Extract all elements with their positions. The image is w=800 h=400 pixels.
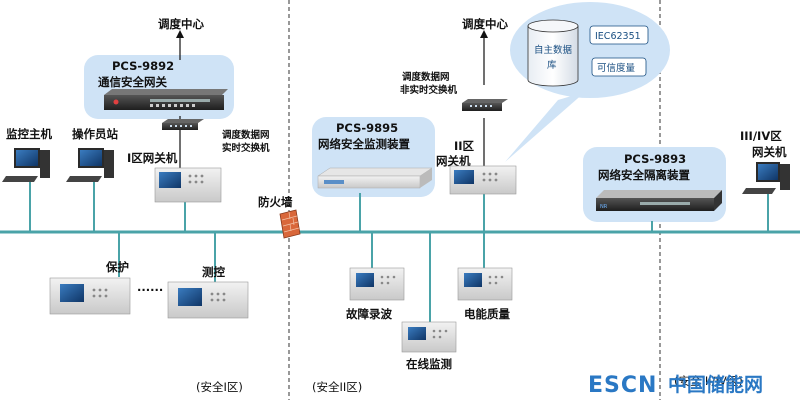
rt-switch [162, 119, 204, 130]
arrow-dispatch-right [480, 30, 488, 38]
database-label-1: 自主数据 [534, 44, 573, 56]
power-quality-unit [457, 267, 513, 301]
pcs9893-model-label: PCS-9893 [624, 152, 686, 166]
protection-label: 保护 [105, 260, 129, 274]
link-lines [29, 180, 769, 322]
pcs9892-name-label: 通信安全网关 [98, 75, 167, 89]
pcs9893-device: NR [596, 190, 722, 211]
pcs9892-device [104, 89, 228, 110]
rt-switch-label-1: 调度数据网 [222, 129, 270, 141]
callout-pointer [505, 92, 585, 162]
gateway-zone34-label-1: III/IV区 [740, 129, 782, 143]
nrt-switch-label-1: 调度数据网 [402, 71, 450, 83]
gateway-zone1-label: I区网关机 [127, 151, 178, 165]
measure-control-unit [167, 281, 249, 319]
rt-switch-label-2: 实时交换机 [222, 142, 270, 154]
zone34-label: (安全III/IV区) [674, 374, 743, 388]
svg-text:NR: NR [600, 204, 608, 210]
dispatch-center-left-label: 调度中心 [158, 17, 204, 31]
gateway-zone2-server [449, 165, 517, 195]
fault-recorder-unit [349, 267, 405, 301]
gateway-zone34-label-2: 网关机 [752, 145, 787, 159]
monitor-host-computer [2, 148, 50, 182]
pcs9895-name-label: 网络安全监测装置 [318, 137, 410, 151]
pcs9895-model-label: PCS-9895 [336, 121, 398, 135]
online-monitoring-unit [401, 321, 457, 353]
gateway-zone2-label-1: II区 [454, 139, 475, 153]
zone1-label: (安全I区) [196, 380, 243, 394]
nrt-switch-label-2: 非实时交换机 [400, 84, 458, 96]
pcs9895-device [317, 167, 433, 189]
gateway-zone2-label-2: 网关机 [436, 154, 471, 168]
gateway-zone34-computer [742, 162, 790, 194]
iec-label: IEC62351 [595, 31, 641, 42]
monitor-host-label: 监控主机 [6, 127, 52, 141]
operator-station-computer [66, 148, 114, 182]
measure-control-label: 测控 [202, 265, 225, 279]
database-label-2: 库 [547, 59, 557, 71]
fault-recorder-label: 故障录波 [346, 307, 392, 321]
online-monitoring-label: 在线监测 [406, 357, 452, 371]
pcs9892-model-label: PCS-9892 [112, 59, 174, 73]
protection-relay [49, 277, 131, 315]
watermark-cn: 中国储能网 [668, 373, 763, 396]
watermark-escn: ESCN [588, 373, 657, 398]
gateway-zone1-server [154, 167, 222, 203]
pcs9893-name-label: 网络安全隔离装置 [598, 168, 690, 182]
ellipsis-label: ······ [137, 283, 163, 297]
arrow-dispatch-left [176, 30, 184, 38]
zone2-label: (安全II区) [312, 380, 362, 394]
trust-box [591, 57, 647, 77]
power-quality-label: 电能质量 [464, 307, 510, 321]
nrt-switch [462, 99, 508, 111]
firewall-label: 防火墙 [258, 195, 293, 209]
firewall-icon [279, 209, 301, 239]
dispatch-center-right-label: 调度中心 [462, 17, 508, 31]
database-cylinder [527, 19, 579, 87]
operator-station-label: 操作员站 [72, 127, 118, 141]
trust-label: 可信度量 [597, 62, 636, 74]
iec-box [589, 25, 649, 45]
